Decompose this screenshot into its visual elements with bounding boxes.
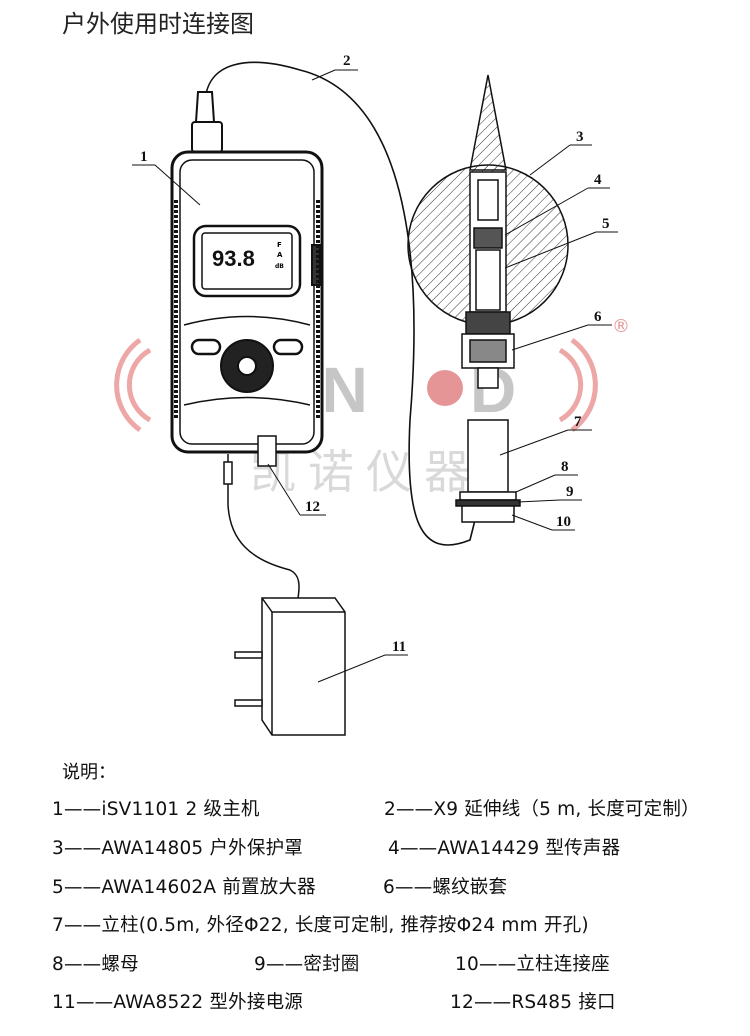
svg-text:®: ® — [612, 316, 630, 337]
legend-item: 12——RS485 接口 — [450, 992, 616, 1013]
svg-text:12: 12 — [305, 499, 320, 515]
svg-text:9: 9 — [566, 484, 574, 500]
legend-item: 7——立柱(0.5m, 外径Φ22, 长度可定制, 推荐按Φ24 mm 开孔) — [52, 915, 589, 936]
legend-item: 11——AWA8522 型外接电源 — [52, 992, 303, 1013]
legend-item: 3——AWA14805 户外保护罩 — [52, 838, 303, 859]
legend-item: 4——AWA14429 型传声器 — [388, 838, 621, 859]
svg-text:8: 8 — [561, 459, 569, 475]
legend-item: 5——AWA14602A 前置放大器 — [52, 877, 316, 898]
legend-item: 6——螺纹嵌套 — [383, 877, 508, 898]
svg-text:7: 7 — [574, 414, 582, 430]
legend-item: 10——立柱连接座 — [455, 954, 610, 975]
legend-heading: 说明： — [62, 762, 116, 783]
display-weighting-f: F — [277, 241, 282, 249]
svg-text:1: 1 — [140, 149, 148, 165]
svg-text:3: 3 — [576, 129, 584, 145]
svg-text:2: 2 — [343, 53, 351, 69]
svg-text:4: 4 — [594, 172, 602, 188]
svg-text:5: 5 — [602, 216, 610, 232]
main-unit — [170, 91, 324, 505]
outdoor-protection-assembly — [407, 74, 569, 523]
legend-item: 1——iSV1101 2 级主机 — [52, 799, 260, 820]
svg-text:10: 10 — [556, 514, 571, 530]
display-unit: dB — [275, 263, 284, 270]
legend-item: 8——螺母 — [52, 954, 139, 975]
callout-numbers: 1 2 3 4 5 6 7 8 9 10 11 12 — [140, 53, 610, 655]
svg-text:凯诺仪器: 凯诺仪器 — [250, 445, 482, 499]
display-weighting-a: A — [277, 251, 283, 259]
svg-text:11: 11 — [392, 639, 406, 655]
legend-item: 2——X9 延伸线（5 m, 长度可定制） — [384, 799, 700, 820]
connection-diagram: KEYN D 凯诺仪器 ® 93.8 F A dB — [114, 53, 630, 736]
leader-lines — [132, 69, 618, 683]
page-title: 户外使用时连接图 — [62, 10, 254, 38]
power-adapter — [234, 597, 346, 736]
legend-item: 9——密封圈 — [254, 954, 360, 975]
svg-text:6: 6 — [594, 309, 602, 325]
display-reading: 93.8 — [212, 246, 255, 271]
